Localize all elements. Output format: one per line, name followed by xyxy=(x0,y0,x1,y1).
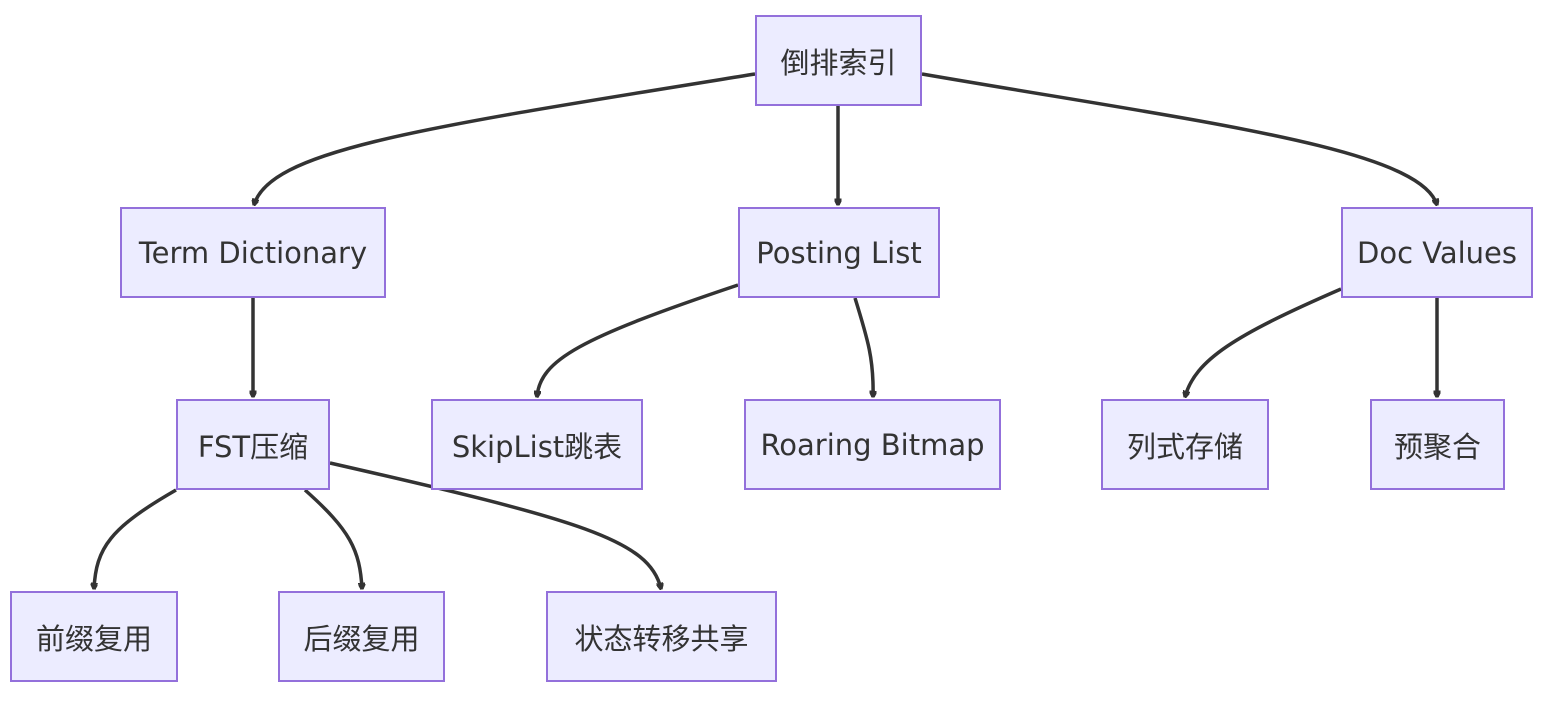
node-state-transfer-label: 状态转移共享 xyxy=(574,621,749,656)
node-fst: FST压缩 xyxy=(176,399,330,490)
node-suffix-reuse-label: 后缀复用 xyxy=(303,621,420,656)
node-doc-values-label: Doc Values xyxy=(1357,235,1517,270)
node-posting-list: Posting List xyxy=(738,207,940,298)
node-skiplist-label: SkipList跳表 xyxy=(451,429,623,464)
node-suffix-reuse: 后缀复用 xyxy=(278,591,445,682)
node-term-dictionary-label: Term Dictionary xyxy=(138,235,368,270)
edge-posting-list-to-roaring-bitmap xyxy=(853,297,873,397)
edge-posting-list-to-skiplist xyxy=(537,283,739,397)
edge-fst-to-prefix-reuse xyxy=(94,488,177,589)
node-root: 倒排索引 xyxy=(755,15,922,106)
node-state-transfer: 状态转移共享 xyxy=(546,591,777,682)
node-root-label: 倒排索引 xyxy=(780,45,897,80)
node-preagg: 预聚合 xyxy=(1370,399,1505,490)
node-fst-label: FST压缩 xyxy=(197,429,309,464)
edge-root-to-term-dictionary xyxy=(254,72,756,205)
node-prefix-reuse-label: 前缀复用 xyxy=(35,621,152,656)
node-posting-list-label: Posting List xyxy=(756,235,922,270)
node-roaring-bitmap: Roaring Bitmap xyxy=(744,399,1001,490)
edge-doc-values-to-columnar xyxy=(1185,287,1342,397)
node-columnar: 列式存储 xyxy=(1101,399,1269,490)
edge-fst-to-suffix-reuse xyxy=(303,488,362,589)
node-doc-values: Doc Values xyxy=(1341,207,1533,298)
node-skiplist: SkipList跳表 xyxy=(431,399,643,490)
edge-fst-to-state-transfer xyxy=(329,461,661,589)
node-preagg-label: 预聚合 xyxy=(1393,429,1481,464)
node-columnar-label: 列式存储 xyxy=(1126,429,1243,464)
node-term-dictionary: Term Dictionary xyxy=(120,207,386,298)
edge-root-to-doc-values xyxy=(921,72,1437,205)
node-roaring-bitmap-label: Roaring Bitmap xyxy=(760,427,985,462)
node-prefix-reuse: 前缀复用 xyxy=(10,591,178,682)
